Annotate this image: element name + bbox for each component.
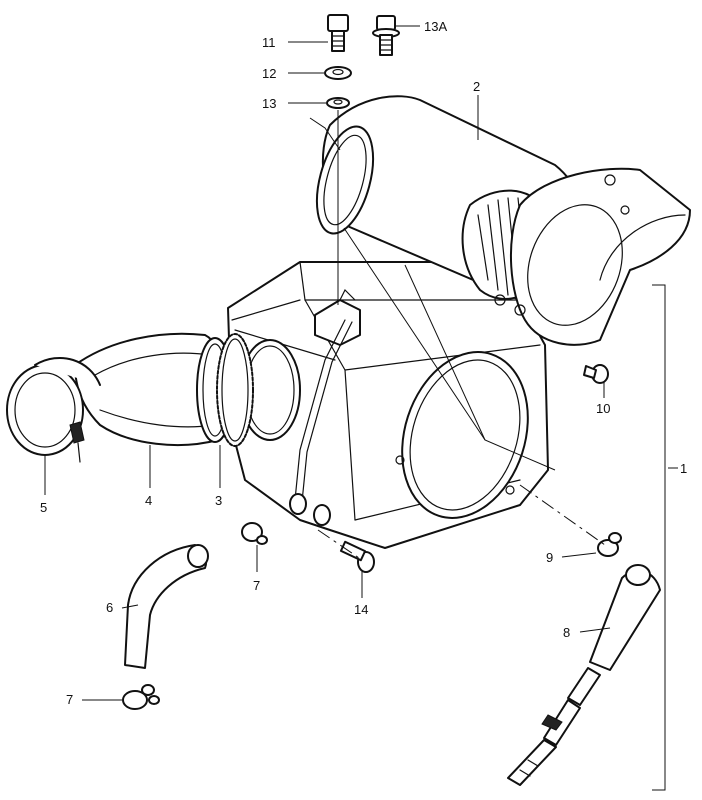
washer-12	[324, 66, 352, 80]
callout-10: 10	[596, 401, 610, 416]
clip-7-upper	[241, 522, 268, 545]
leader-lines	[44, 25, 678, 701]
screw-10	[583, 364, 609, 384]
callout-12: 12	[262, 66, 276, 81]
callout-4: 4	[145, 493, 152, 508]
callout-13a: 13A	[424, 19, 447, 34]
intake-hose	[74, 332, 234, 446]
washer-13	[326, 97, 350, 109]
drain-hose-8	[507, 564, 661, 786]
breather-hose-6	[124, 544, 209, 669]
air-cleaner-element-cover	[315, 95, 691, 346]
callout-11: 11	[262, 35, 276, 50]
screw-14	[339, 540, 375, 573]
callout-6: 6	[106, 600, 113, 615]
bolt-13a	[372, 15, 400, 56]
seal-ring	[216, 333, 254, 447]
callout-3: 3	[215, 493, 222, 508]
callout-7-lower: 7	[66, 692, 73, 707]
assembly-bracket	[652, 284, 666, 791]
callout-1: 1	[680, 461, 687, 476]
callout-14: 14	[354, 602, 368, 617]
callout-5: 5	[40, 500, 47, 515]
air-cleaner-case	[227, 261, 549, 549]
callout-9: 9	[546, 550, 553, 565]
clip-7-lower	[122, 684, 160, 710]
callout-2: 2	[473, 79, 480, 94]
clip-9	[597, 532, 622, 557]
callout-13: 13	[262, 96, 276, 111]
guide-lines	[309, 110, 606, 561]
hose-clamp-band	[6, 356, 101, 463]
callout-8: 8	[563, 625, 570, 640]
callout-7-upper: 7	[253, 578, 260, 593]
bolt-11	[327, 14, 349, 52]
